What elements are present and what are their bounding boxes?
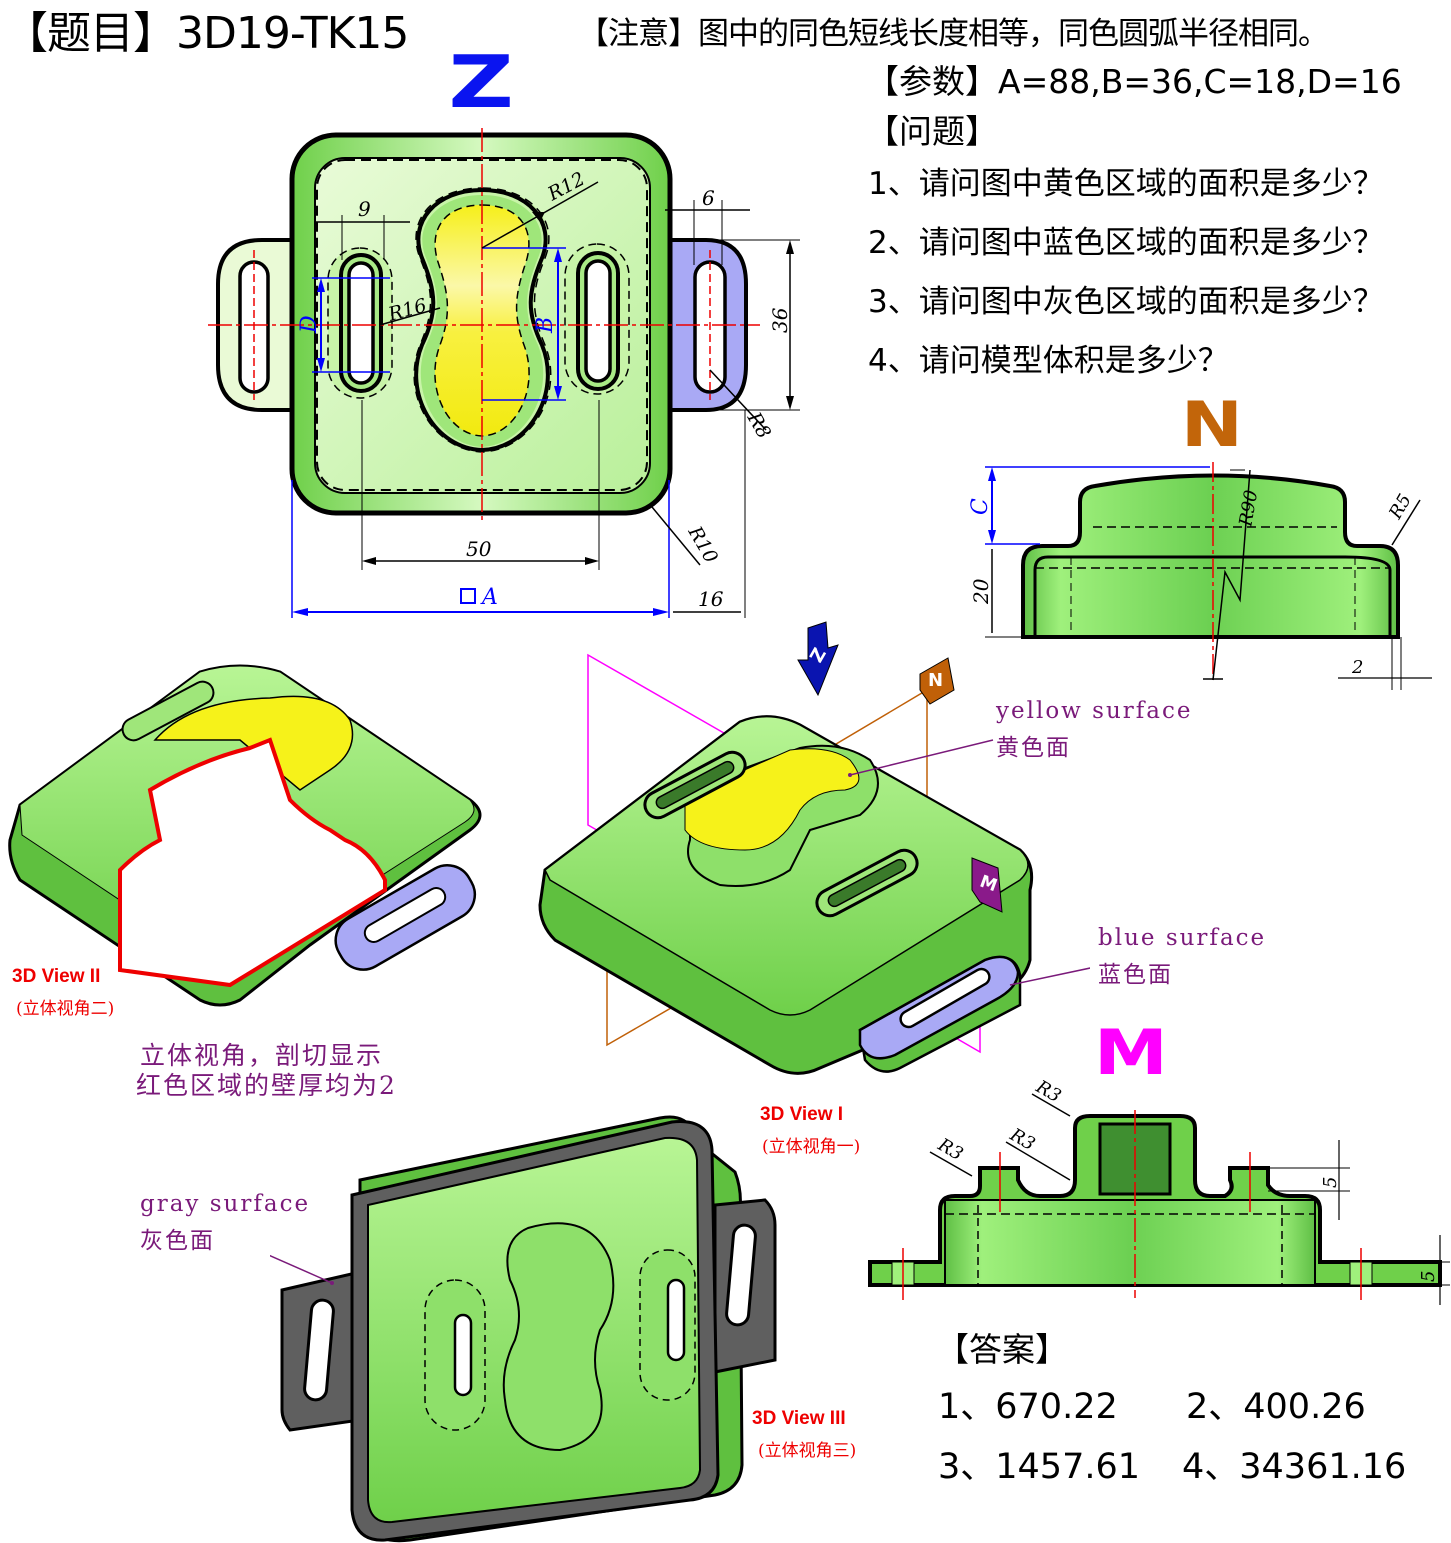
blue-surface-label-cn: 蓝色面 (1098, 962, 1173, 988)
yellow-surface-label-cn: 黄色面 (996, 735, 1071, 761)
parameters-text: 【参数】A=88,B=36,C=18,D=16 (866, 62, 1402, 101)
view2-sublabel: (立体视角二) (16, 999, 115, 1019)
problem-title: 【题目】3D19-TK15 (4, 8, 409, 59)
view-letter-z: Z (448, 40, 514, 124)
gray-surface-label-en: gray surface (140, 1191, 311, 1217)
questions-heading: 【问题】 (866, 112, 998, 151)
view1-sublabel: (立体视角一) (762, 1137, 861, 1157)
note-text: 【注意】图中的同色短线长度相等，同色圆弧半径相同。 (578, 16, 1329, 52)
questions-list: 1、请问图中黄色区域的面积是多少？ 2、请问图中蓝色区域的面积是多少？ 3、请问… (868, 162, 1384, 398)
view2-caption-line1: 立体视角，剖切显示 (140, 1041, 384, 1070)
view2-label: 3D View II (12, 966, 101, 987)
svg-text:36: 36 (768, 307, 792, 333)
answer-item: 1、670.22 (938, 1387, 1118, 1427)
blue-surface-label-en: blue surface (1098, 925, 1267, 951)
view-letter-m: M (1093, 1016, 1168, 1089)
question-item: 2、请问图中蓝色区域的面积是多少？ (868, 225, 1384, 261)
svg-text:R3: R3 (934, 1134, 967, 1165)
svg-text:R3: R3 (1006, 1124, 1039, 1155)
view-letter-n: N (1180, 388, 1244, 461)
svg-text:R8: R8 (742, 408, 775, 443)
view1-label: 3D View I (760, 1104, 844, 1125)
view1-marker-n: N (928, 670, 944, 691)
svg-text:C: C (968, 498, 993, 515)
question-item: 4、请问模型体积是多少？ (868, 343, 1229, 379)
yellow-surface-label-en: yellow surface (996, 698, 1193, 724)
gray-surface-label-cn: 灰色面 (140, 1228, 215, 1254)
view1-drawing (538, 621, 1090, 1075)
top-view-drawing: D B 9 R12 R16 6 36 R8 50 A R10 16 (208, 128, 800, 618)
svg-text:20: 20 (969, 578, 993, 605)
section-n-drawing: R90 R5 C 20 2 (968, 462, 1432, 690)
view2-caption-line2: 红色区域的壁厚均为2 (136, 1071, 397, 1100)
svg-text:R3: R3 (1032, 1080, 1065, 1107)
answers-heading: 【答案】 (936, 1330, 1068, 1369)
svg-text:2: 2 (1351, 657, 1363, 678)
svg-text:R5: R5 (1385, 490, 1416, 523)
view3-label: 3D View III (752, 1408, 846, 1429)
question-item: 1、请问图中黄色区域的面积是多少？ (868, 166, 1384, 202)
svg-text:50: 50 (466, 537, 492, 561)
view3-drawing (270, 1115, 777, 1543)
answer-item: 4、34361.16 (1182, 1447, 1407, 1487)
section-m-drawing: R3 R3 R3 5 5 (868, 1080, 1450, 1305)
svg-text:D: D (297, 315, 322, 334)
svg-text:16: 16 (698, 587, 724, 611)
svg-text:5: 5 (1320, 1177, 1341, 1188)
view2-drawing (8, 664, 482, 1007)
svg-text:9: 9 (358, 197, 371, 221)
svg-text:R10: R10 (683, 522, 722, 567)
svg-text:5: 5 (1418, 1271, 1439, 1282)
svg-text:A: A (480, 585, 498, 610)
question-item: 3、请问图中灰色区域的面积是多少？ (868, 284, 1384, 320)
svg-text:6: 6 (702, 186, 715, 210)
svg-text:B: B (533, 317, 558, 334)
answer-item: 2、400.26 (1186, 1387, 1366, 1427)
view3-sublabel: (立体视角三) (758, 1441, 857, 1461)
answer-item: 3、1457.61 (938, 1447, 1141, 1487)
